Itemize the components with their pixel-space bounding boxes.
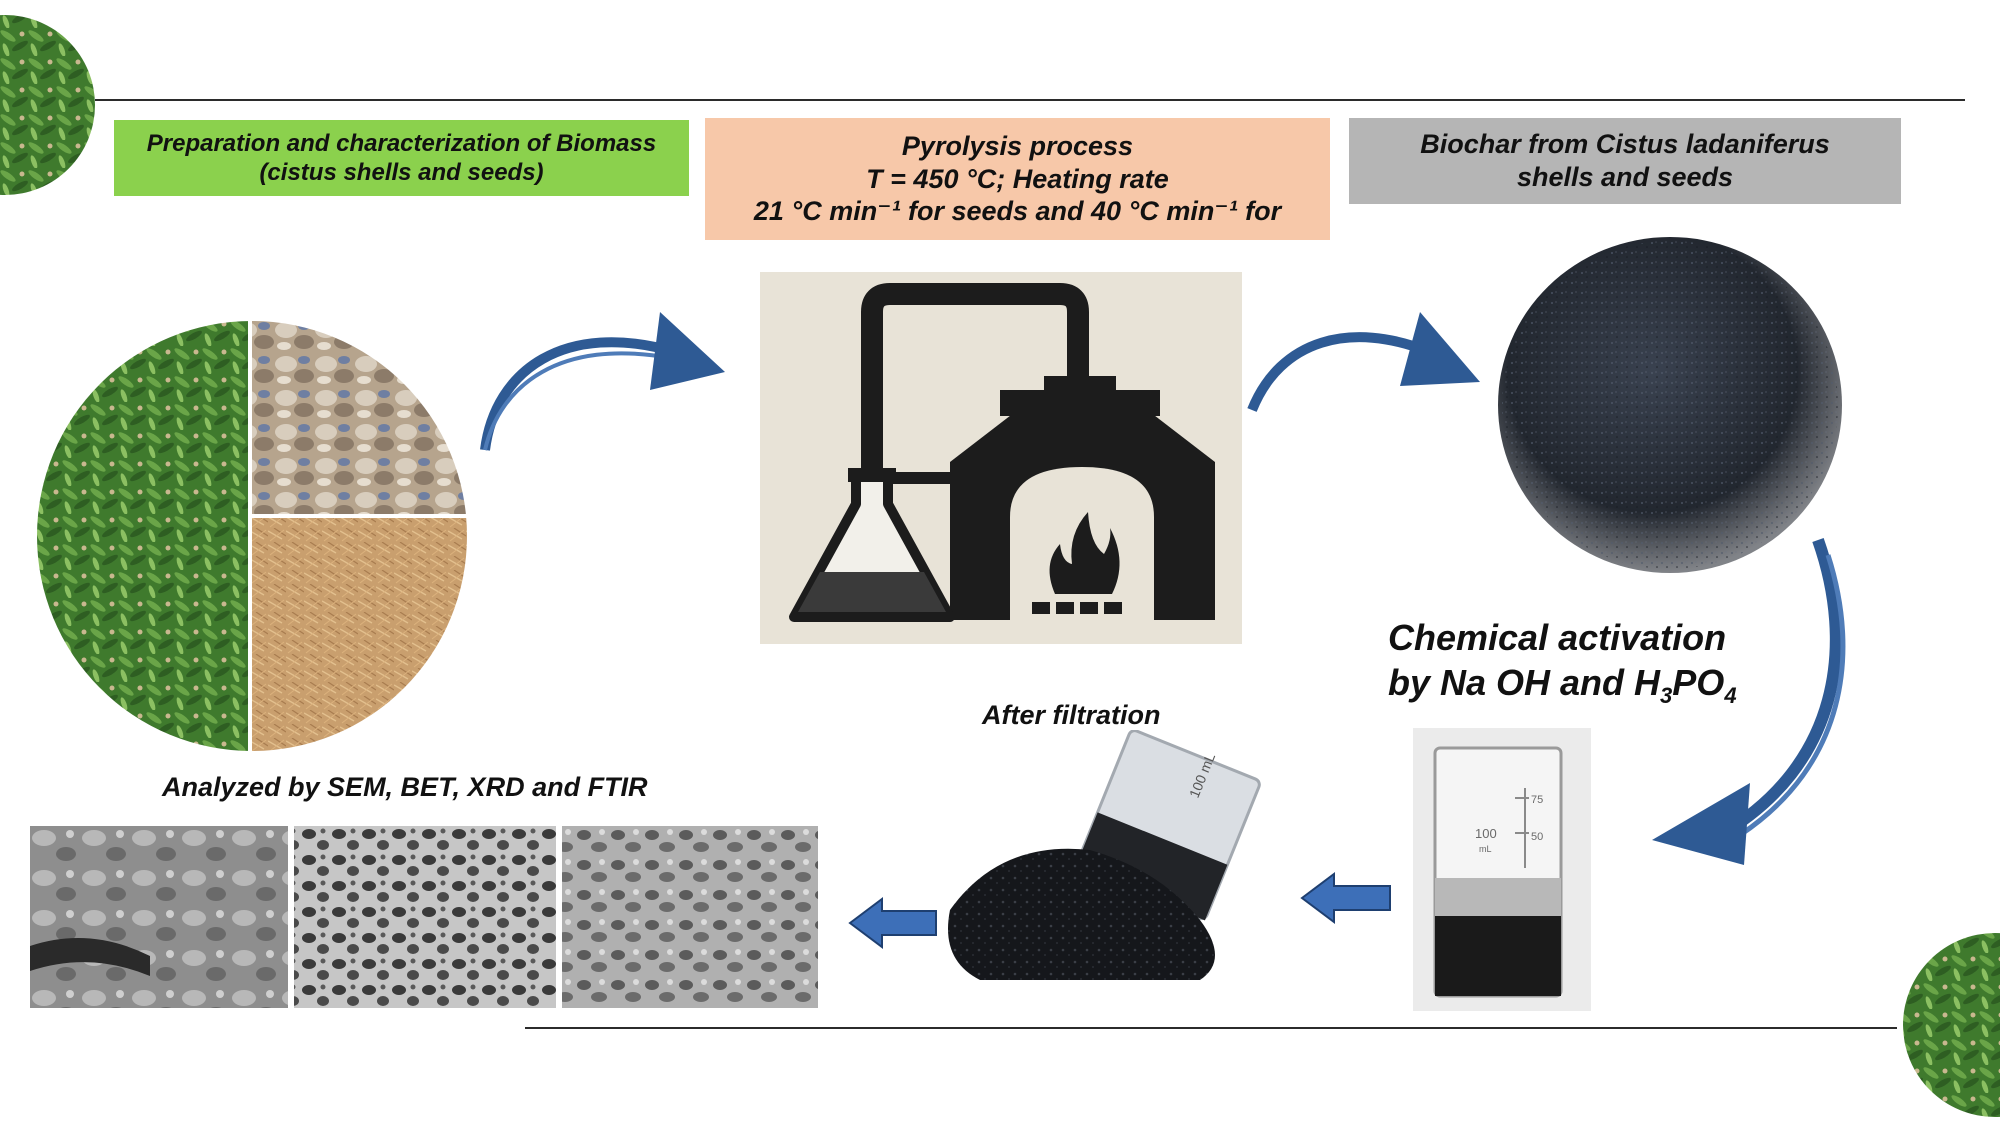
beaker-mark-50: 50 bbox=[1531, 831, 1543, 843]
corner-plant-top-left bbox=[0, 15, 95, 195]
beaker-mark-unit: mL bbox=[1479, 844, 1492, 854]
filtered-biochar-photo: 100 mL bbox=[940, 730, 1270, 988]
biochar-step-line1: Biochar from Cistus ladaniferus bbox=[1420, 129, 1830, 160]
sem-images-strip bbox=[30, 826, 818, 1008]
activation-sub-4: 4 bbox=[1724, 683, 1737, 709]
biochar-powder-circle bbox=[1498, 237, 1842, 573]
biomass-step-line2: (cistus shells and seeds) bbox=[259, 159, 544, 186]
biomass-collage bbox=[37, 321, 467, 751]
beaker-solution-photo: 75 100 50 mL bbox=[1413, 728, 1591, 1011]
pyrolysis-step-line2: T = 450 °C; Heating rate bbox=[866, 163, 1169, 194]
activation-line2: by Na OH and H3PO4 bbox=[1388, 660, 1737, 710]
activation-line1: Chemical activation bbox=[1388, 617, 1727, 658]
arrow-activation-to-filtration bbox=[1300, 872, 1391, 924]
biomass-step-box: Preparation and characterization of Biom… bbox=[114, 120, 689, 196]
activation-mid: PO bbox=[1672, 662, 1725, 703]
pyrolysis-step-line1: Pyrolysis process bbox=[901, 130, 1134, 161]
beaker-mark-75: 75 bbox=[1531, 794, 1543, 806]
arrow-biochar-to-activation bbox=[1652, 538, 1846, 865]
biochar-step-box: Biochar from Cistus ladaniferus shells a… bbox=[1349, 118, 1901, 204]
chemical-activation-label: Chemical activation by Na OH and H3PO4 bbox=[1388, 615, 1737, 710]
activation-line2-prefix: by Na OH and H bbox=[1388, 662, 1661, 703]
beaker-mark-100: 100 bbox=[1475, 826, 1497, 841]
pyrolysis-step-box: Pyrolysis process T = 450 °C; Heating ra… bbox=[705, 118, 1330, 240]
arrow-filtration-to-analysis bbox=[848, 897, 937, 949]
biomass-step-line1: Preparation and characterization of Biom… bbox=[146, 129, 657, 157]
arrow-pyrolysis-to-biochar bbox=[1247, 312, 1480, 412]
after-filtration-label: After filtration bbox=[982, 700, 1161, 730]
top-rule bbox=[95, 99, 1965, 101]
activation-sub-3: 3 bbox=[1660, 683, 1673, 709]
corner-plant-bottom-right bbox=[1903, 933, 2000, 1117]
arrow-biomass-to-pyrolysis bbox=[480, 312, 725, 451]
analysis-label: Analyzed by SEM, BET, XRD and FTIR bbox=[162, 772, 648, 802]
pyrolysis-step-line3: 21 °C min⁻¹ for seeds and 40 °C min⁻¹ fo… bbox=[753, 196, 1282, 227]
bottom-rule bbox=[525, 1027, 1897, 1029]
biochar-step-line2: shells and seeds bbox=[1516, 162, 1734, 192]
pyrolysis-furnace-illustration bbox=[760, 272, 1242, 644]
